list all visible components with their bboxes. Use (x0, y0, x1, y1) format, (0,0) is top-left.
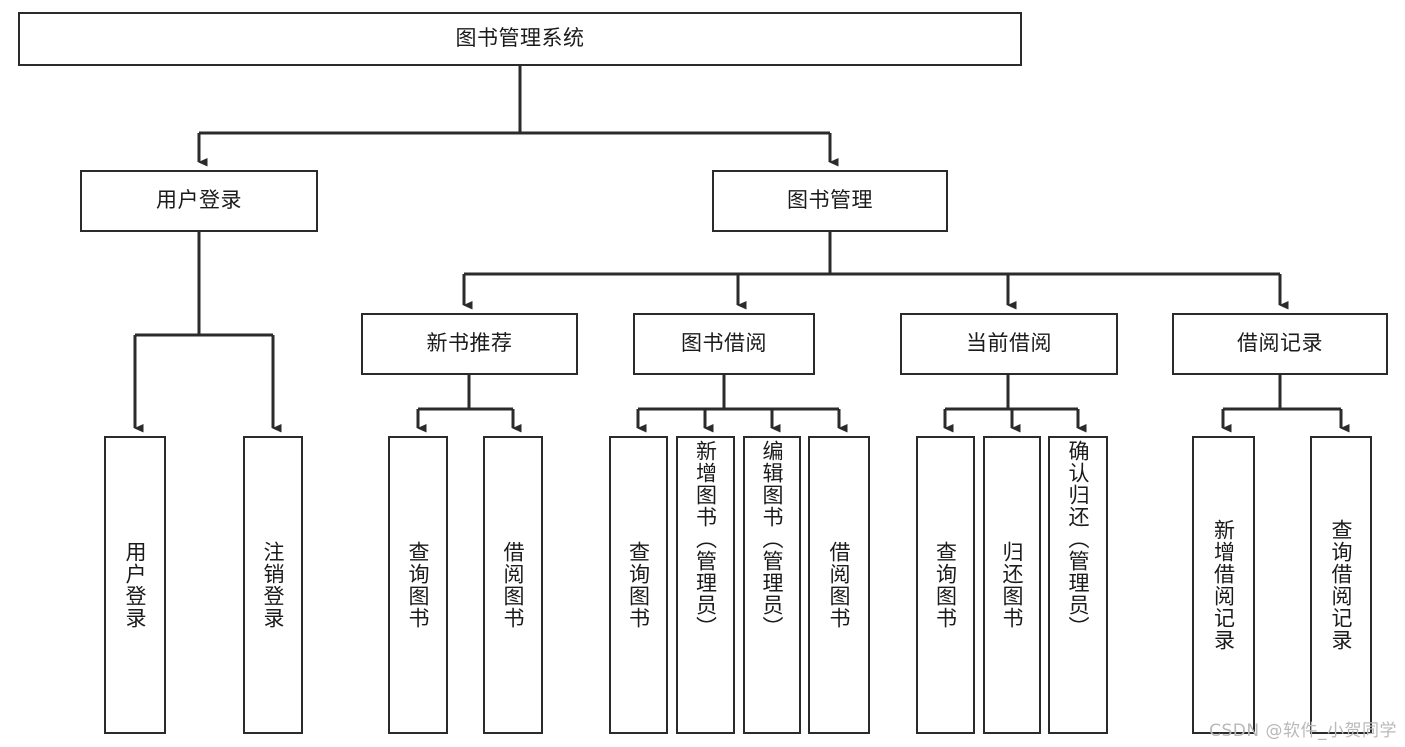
node-new-book-recommend[interactable]: 新书推荐 (361, 313, 578, 375)
node-root-label: 图书管理系统 (455, 26, 585, 51)
node-current-borrow[interactable]: 当前借阅 (900, 313, 1118, 375)
watermark-text: CSDN @软件_小贺同学 (1209, 721, 1397, 741)
node-leaf-label: 编辑图书（管理员） (760, 440, 785, 638)
node-leaf-query-book-current[interactable]: 查询图书 (916, 436, 975, 734)
node-leaf-label: 注销登录 (261, 541, 286, 629)
node-leaf-query-book-borrow[interactable]: 查询图书 (609, 436, 668, 734)
node-leaf-query-borrow-record[interactable]: 查询借阅记录 (1310, 436, 1372, 734)
node-borrow-records[interactable]: 借阅记录 (1172, 313, 1388, 375)
node-leaf-confirm-return-admin[interactable]: 确认归还（管理员） (1048, 436, 1108, 734)
node-new-book-recommend-label: 新书推荐 (426, 331, 513, 356)
node-leaf-edit-book-admin[interactable]: 编辑图书（管理员） (743, 436, 801, 734)
node-leaf-label: 查询借阅记录 (1329, 519, 1354, 651)
node-leaf-add-book-admin[interactable]: 新增图书（管理员） (676, 436, 735, 734)
node-current-borrow-label: 当前借阅 (966, 331, 1052, 356)
node-leaf-label: 借阅图书 (827, 541, 852, 629)
node-leaf-label: 新增图书（管理员） (693, 440, 718, 638)
node-book-borrow-label: 图书借阅 (681, 331, 767, 356)
node-book-borrow[interactable]: 图书借阅 (633, 313, 815, 375)
node-leaf-add-borrow-record[interactable]: 新增借阅记录 (1192, 436, 1255, 734)
node-leaf-label: 查询图书 (406, 541, 431, 629)
node-leaf-label: 借阅图书 (501, 541, 526, 629)
node-borrow-records-label: 借阅记录 (1237, 331, 1323, 356)
node-leaf-borrow-book-newbook[interactable]: 借阅图书 (483, 436, 543, 734)
node-leaf-query-book-newbook[interactable]: 查询图书 (388, 436, 448, 734)
node-leaf-return-book[interactable]: 归还图书 (983, 436, 1041, 734)
node-leaf-label: 查询图书 (933, 541, 958, 629)
node-leaf-label: 查询图书 (626, 541, 651, 629)
node-leaf-label: 归还图书 (1000, 541, 1025, 629)
node-book-management-label: 图书管理 (787, 188, 873, 213)
node-leaf-borrow-book-borrow[interactable]: 借阅图书 (808, 436, 870, 734)
node-leaf-logout[interactable]: 注销登录 (243, 436, 303, 734)
node-leaf-label: 新增借阅记录 (1211, 519, 1236, 651)
node-root-system[interactable]: 图书管理系统 (18, 12, 1022, 66)
node-leaf-label: 确认归还（管理员） (1066, 440, 1091, 638)
node-user-login[interactable]: 用户登录 (80, 170, 318, 232)
node-leaf-label: 用户登录 (123, 541, 148, 629)
node-book-management[interactable]: 图书管理 (712, 170, 948, 232)
node-user-login-label: 用户登录 (156, 188, 242, 213)
node-leaf-user-login[interactable]: 用户登录 (104, 436, 166, 734)
